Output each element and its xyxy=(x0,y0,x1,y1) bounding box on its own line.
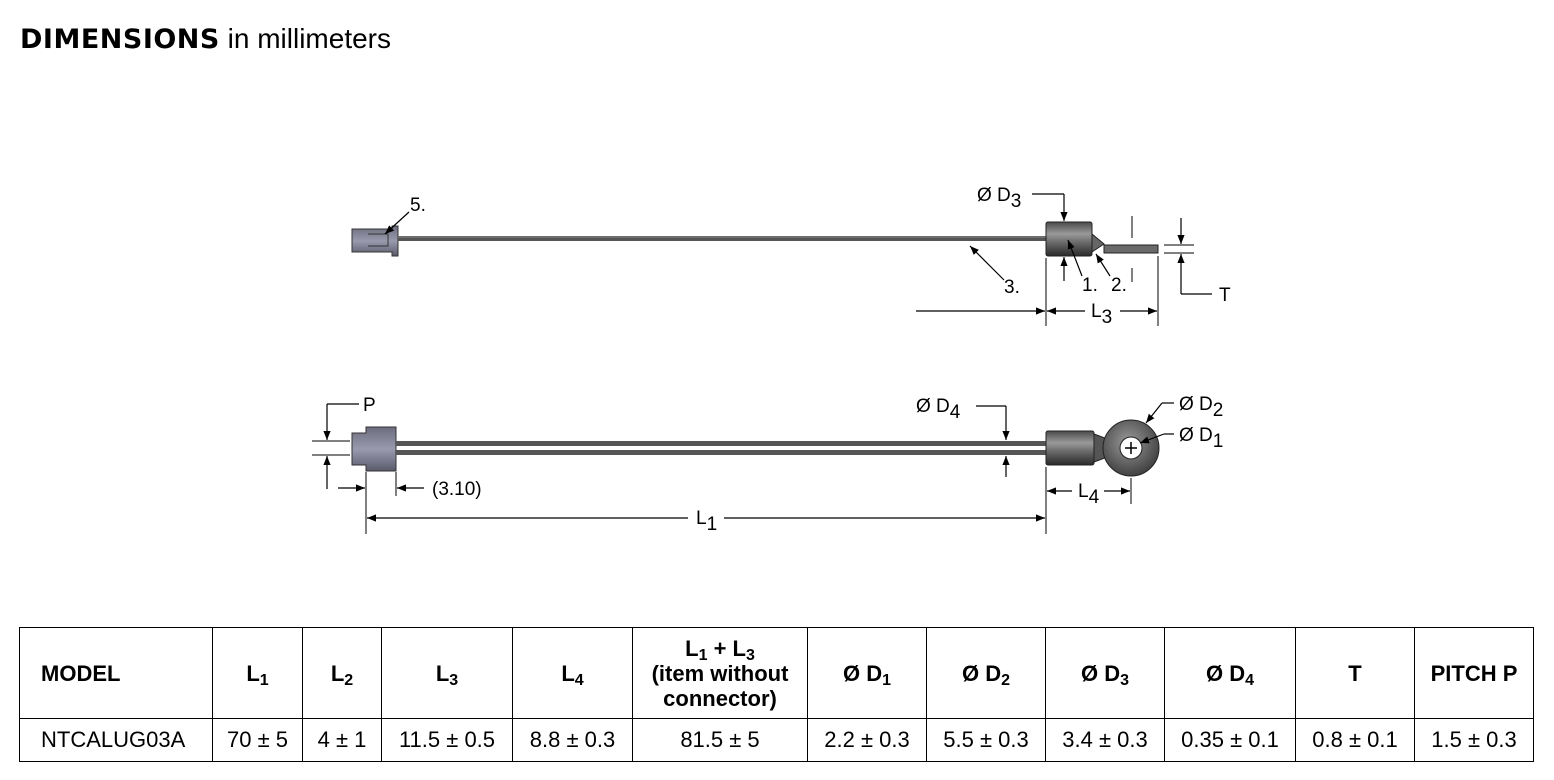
cell-d3: 3.4 ± 0.3 xyxy=(1045,718,1165,762)
cell-d1: 2.2 ± 0.3 xyxy=(807,718,927,762)
cell-l1-l3: 81.5 ± 5 xyxy=(632,718,808,762)
label-item2: 2. xyxy=(1111,275,1127,296)
cell-t: 0.8 ± 0.1 xyxy=(1295,718,1415,762)
cell-l3: 11.5 ± 0.5 xyxy=(381,718,513,762)
cell-l4: 8.8 ± 0.3 xyxy=(512,718,633,762)
header-l2: L2 xyxy=(302,627,382,719)
cell-d4: 0.35 ± 0.1 xyxy=(1164,718,1296,762)
header-d1: Ø D1 xyxy=(807,627,927,719)
label-item5: 5. xyxy=(410,195,426,216)
header-l3: L3 xyxy=(381,627,513,719)
wire-side xyxy=(398,236,1046,241)
header-l1: L1 xyxy=(212,627,303,719)
cell-model: NTCALUG03A xyxy=(19,718,213,762)
section-title: DIMENSIONS in millimeters xyxy=(20,22,391,57)
title-bold: DIMENSIONS xyxy=(20,24,220,55)
label-d4: Ø D4 xyxy=(916,396,961,423)
label-p: P xyxy=(363,395,376,416)
wire-top-2 xyxy=(396,450,1046,455)
label-item3: 3. xyxy=(1004,277,1020,298)
title-normal: in millimeters xyxy=(219,23,391,54)
label-l1: L1 xyxy=(696,508,717,535)
dimension-drawing: 5. 3. 1. 2. Ø D3 L3 T xyxy=(312,185,1231,535)
header-d2: Ø D2 xyxy=(926,627,1046,719)
connector-top xyxy=(351,426,397,472)
header-l1-l3: L1 + L3 (item without connector) xyxy=(632,627,808,719)
header-model: MODEL xyxy=(19,627,213,719)
dimensions-table: MODEL L1 L2 L3 L4 L1 + L3 (item without … xyxy=(19,627,1534,762)
header-pitch: PITCH P xyxy=(1414,627,1534,719)
sleeve-top xyxy=(1045,430,1095,466)
top-view: P (3.10) Ø D4 Ø D2 Ø D1 L4 L1 xyxy=(312,394,1223,535)
connector-side xyxy=(351,225,399,257)
label-offset: (3.10) xyxy=(432,479,482,500)
label-d2: Ø D2 xyxy=(1179,394,1223,421)
header-l4: L4 xyxy=(512,627,633,719)
table-header-row: MODEL L1 L2 L3 L4 L1 + L3 (item without … xyxy=(19,627,1534,719)
cell-pitch: 1.5 ± 0.3 xyxy=(1414,718,1534,762)
label-d1: Ø D1 xyxy=(1179,425,1223,452)
cell-l2: 4 ± 1 xyxy=(302,718,382,762)
table-row: NTCALUG03A 70 ± 5 4 ± 1 11.5 ± 0.5 8.8 ±… xyxy=(19,718,1534,762)
label-l3: L3 xyxy=(1091,301,1112,328)
lug-side xyxy=(1103,244,1159,254)
cell-d2: 5.5 ± 0.3 xyxy=(926,718,1046,762)
side-view: 5. 3. 1. 2. Ø D3 L3 T xyxy=(351,185,1231,328)
wire-top-1 xyxy=(396,441,1046,446)
header-d3: Ø D3 xyxy=(1045,627,1165,719)
header-d4: Ø D4 xyxy=(1164,627,1296,719)
header-t: T xyxy=(1295,627,1415,719)
label-item1: 1. xyxy=(1082,275,1098,296)
label-t: T xyxy=(1219,285,1231,306)
sleeve-side xyxy=(1045,221,1093,257)
label-l4: L4 xyxy=(1078,481,1100,508)
cell-l1: 70 ± 5 xyxy=(212,718,303,762)
label-d3: Ø D3 xyxy=(977,185,1021,212)
